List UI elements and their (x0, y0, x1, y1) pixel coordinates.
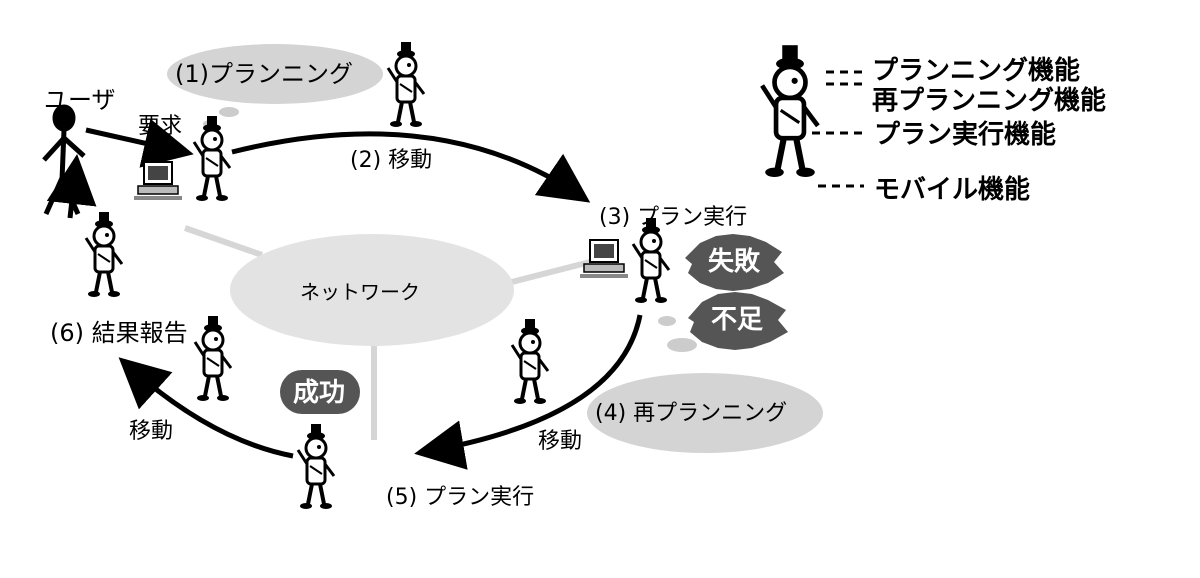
planning-ellipse (167, 44, 383, 104)
shortage-burst (688, 292, 788, 350)
replanning-ellipse (587, 373, 823, 453)
agent-figure (386, 40, 426, 129)
thought-bubble (219, 107, 239, 117)
computer-icon (133, 161, 183, 201)
failure-badge: 失敗 (708, 247, 761, 277)
agent-figure (631, 216, 671, 305)
computer-icon (579, 239, 629, 279)
move-label-right: 移動 (538, 429, 583, 454)
move-arrow-4 (414, 314, 643, 470)
success-badge-bg (280, 370, 360, 414)
network-label: ネットワーク (300, 280, 420, 304)
legend-connectors (812, 70, 866, 188)
step3-label: (3) プラン実行 (599, 205, 748, 230)
agent-figure (193, 314, 233, 403)
success-badge: 成功 (293, 378, 346, 408)
legend-planning: プランニング機能 (872, 56, 1081, 86)
user-figure (42, 104, 86, 216)
report-arrow (46, 154, 97, 219)
failure-burst (685, 234, 784, 291)
network-cloud (230, 234, 514, 346)
step4-label: (4) 再プランニング (595, 401, 788, 426)
move-label-left: 移動 (129, 419, 174, 444)
legend-agent-figure (762, 45, 818, 177)
thought-bubble (658, 316, 676, 326)
legend-plan-execution: プラン実行機能 (874, 120, 1057, 150)
shortage-badge: 不足 (711, 305, 764, 335)
request-arrow (85, 118, 194, 168)
step1-label: (1)プランニング (175, 60, 353, 88)
legend-mobile: モバイル機能 (874, 175, 1031, 205)
agent-figure (84, 210, 124, 299)
step6-label: (6) 結果報告 (50, 319, 188, 347)
agent-figure (192, 114, 232, 203)
user-label: ユーザ (44, 86, 116, 114)
move-arrow-6 (118, 357, 294, 459)
process-arrows (46, 118, 643, 470)
agent-figure (296, 422, 336, 511)
step2-label: (2) 移動 (350, 148, 433, 173)
thought-bubble (667, 338, 697, 352)
agent-figure (510, 317, 550, 406)
legend-replanning: 再プランニング機能 (872, 86, 1107, 116)
step5-label: (5) プラン実行 (386, 485, 535, 510)
move-arrow-2 (231, 131, 591, 203)
network-links (184, 225, 591, 440)
request-label: 要求 (138, 114, 183, 139)
